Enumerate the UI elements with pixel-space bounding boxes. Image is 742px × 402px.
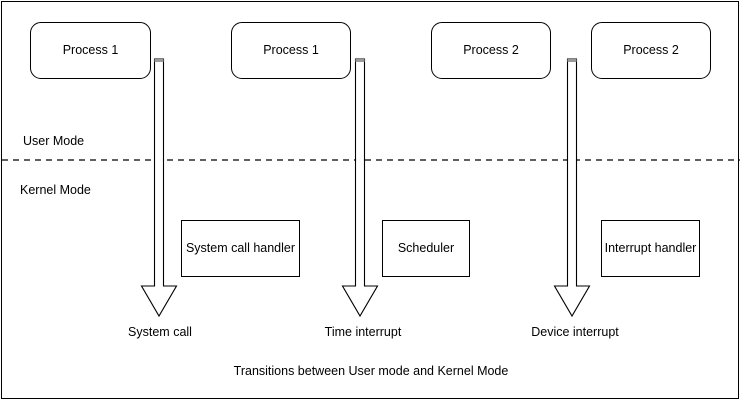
time-interrupt-label: Time interrupt [324, 325, 402, 339]
process-box-4[interactable]: Process 2 [591, 22, 711, 79]
arrow-outline [140, 58, 178, 318]
system-call-handler-box[interactable]: System call handler [181, 220, 300, 277]
process-box-1[interactable]: Process 1 [30, 22, 151, 79]
scheduler-box[interactable]: Scheduler [382, 220, 470, 277]
process-box-label: Process 2 [463, 43, 519, 58]
process-box-label: Process 2 [623, 43, 679, 58]
process-box-3[interactable]: Process 2 [431, 22, 551, 79]
handler-box-label: Scheduler [397, 241, 455, 256]
system-call-label: System call [128, 325, 192, 339]
handler-box-label: Interrupt handler [604, 241, 697, 256]
user-mode-label: User Mode [23, 134, 85, 148]
arrow-top-cap [154, 59, 164, 62]
arrow-outline [553, 58, 591, 318]
device-interrupt-arrow [553, 58, 591, 318]
figure-caption: Transitions between User mode and Kernel… [233, 364, 509, 378]
interrupt-handler-box[interactable]: Interrupt handler [601, 220, 700, 277]
process-box-label: Process 1 [62, 43, 119, 58]
device-interrupt-label: Device interrupt [531, 325, 619, 339]
arrow-outline [341, 58, 379, 318]
arrow-top-cap [355, 59, 365, 62]
system-call-arrow [140, 58, 178, 318]
process-box-label: Process 1 [263, 43, 319, 58]
handler-box-label: System call handler [185, 241, 296, 256]
kernel-mode-label: Kernel Mode [20, 183, 91, 197]
process-box-2[interactable]: Process 1 [231, 22, 351, 79]
time-interrupt-arrow [341, 58, 379, 318]
arrow-top-cap [567, 59, 577, 62]
